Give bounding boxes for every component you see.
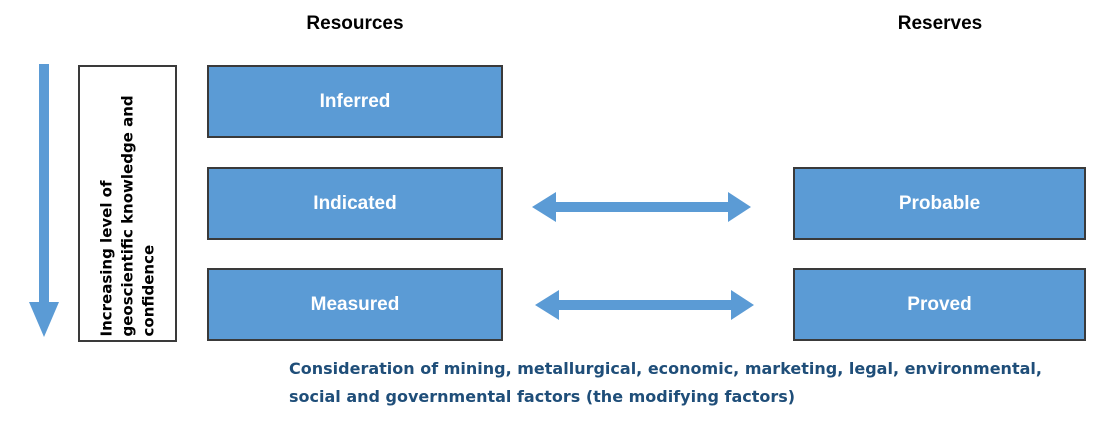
resources-heading: Resources [306,13,404,34]
knowledge-confidence-box: Increasing level of geoscientific knowle… [78,65,177,342]
modifying-factors-note: Consideration of mining, metallurgical, … [289,359,1042,406]
inferred-box: Inferred [207,65,503,138]
measured-label: Measured [310,293,400,315]
proved-label: Proved [907,293,972,315]
inferred-label: Inferred [319,90,391,112]
probable-box: Probable [793,167,1086,240]
proved-box: Proved [793,268,1086,341]
measured-proved-double-arrow-icon [535,290,754,320]
probable-label: Probable [898,192,981,214]
indicated-probable-double-arrow-icon [532,192,751,222]
measured-box: Measured [207,268,503,341]
knowledge-confidence-label: Increasing level of geoscientific knowle… [97,94,157,336]
indicated-box: Indicated [207,167,503,240]
indicated-label: Indicated [313,192,397,214]
down-arrow-icon [29,64,59,337]
reserves-heading: Reserves [897,13,983,34]
